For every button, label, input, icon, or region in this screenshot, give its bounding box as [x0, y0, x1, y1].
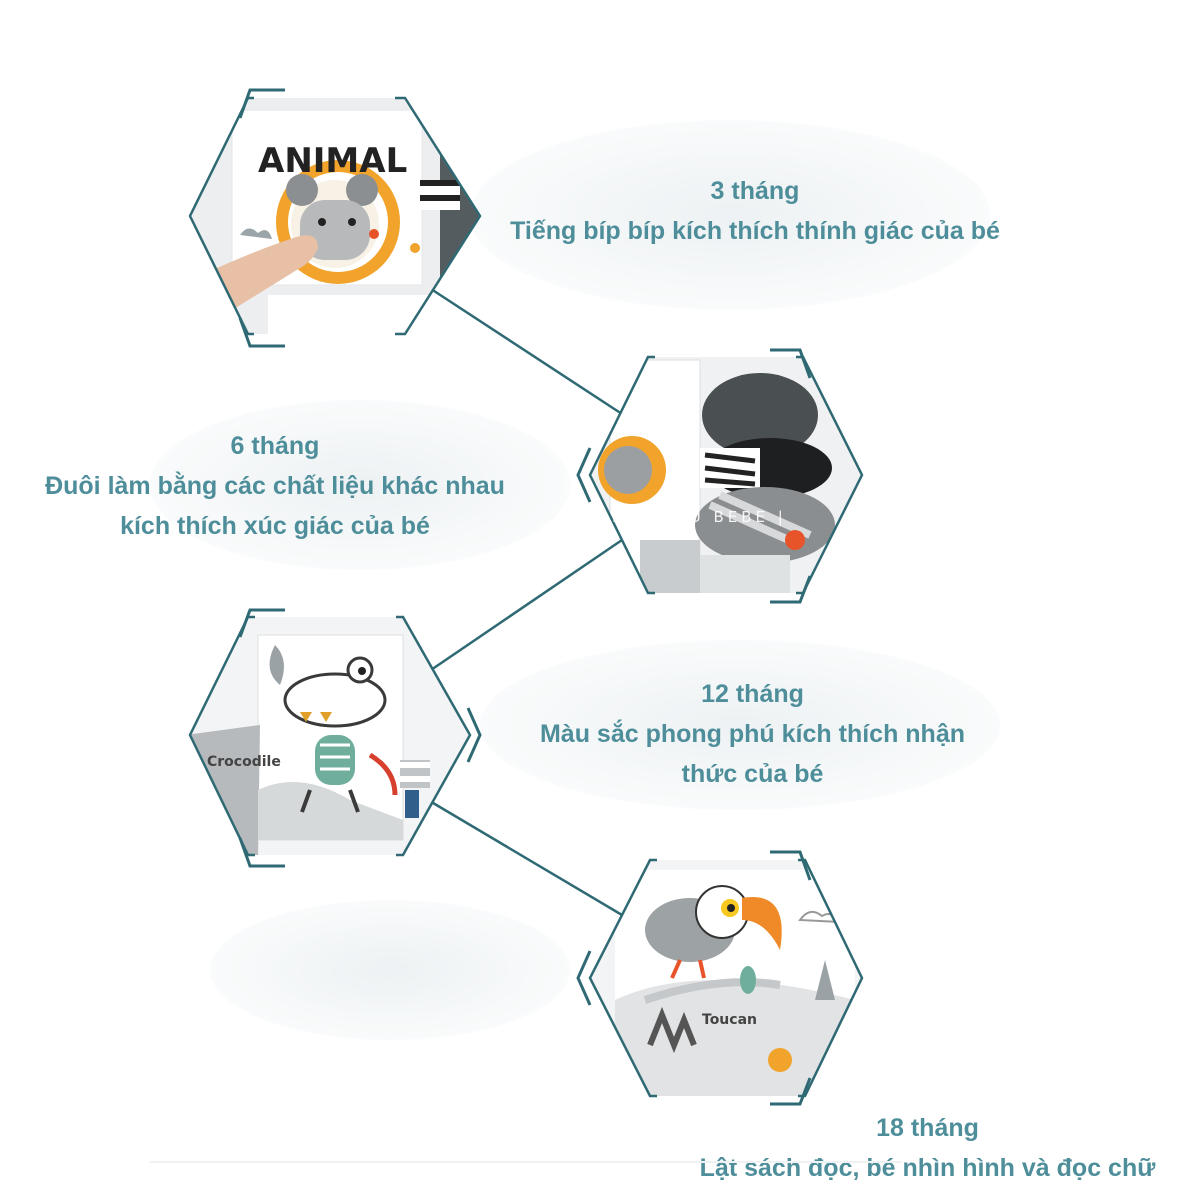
background-glow	[150, 400, 570, 570]
milestone-caption-18-months: 18 tháng Lật sách đọc, bé nhìn hình và đ…	[680, 1108, 1175, 1188]
book-title-animal: ANIMAL	[258, 141, 407, 181]
hexagon-card-3-months: ANIMAL	[188, 88, 482, 348]
connector-line	[427, 285, 623, 416]
milestone-age: 6 tháng	[230, 432, 320, 460]
milestone-caption-12-months: 12 tháng Màu sắc phong phú kích thích nh…	[500, 674, 1005, 794]
milestone-description: Màu sắc phong phú kích thích nhận	[539, 720, 965, 748]
crocodile-icon	[283, 656, 398, 813]
hexagon-bracket	[770, 1077, 812, 1106]
hexagon-bracket	[238, 837, 285, 868]
hexagon-bracket	[238, 317, 285, 348]
book-label-toucan: Toucan	[702, 1012, 757, 1028]
connector-line	[427, 538, 623, 674]
hexagon-bracket	[770, 850, 812, 881]
hexagon-bracket	[770, 575, 812, 604]
hexagon-bracket	[796, 355, 864, 595]
milestone-description: thức của bé	[681, 760, 824, 788]
hexagon-bracket	[588, 858, 657, 1098]
hexagon-card-12-months: Crocodile	[188, 608, 482, 868]
hexagon-bracket	[588, 355, 655, 595]
hexagon-bracket	[466, 707, 482, 763]
milestone-caption-3-months: 3 tháng Tiếng bíp bíp kích thích thính g…	[470, 171, 1040, 251]
milestone-description: Đuôi làm bằng các chất liệu khác nhau	[45, 472, 505, 500]
hexagon-bracket	[576, 447, 592, 503]
hexagon-card-6-months	[576, 348, 864, 604]
connector-line	[427, 798, 623, 917]
book-label-crocodile: Crocodile	[207, 754, 281, 770]
zebra-tail-icon	[695, 373, 835, 563]
hexagon-bracket	[188, 96, 254, 336]
hexagon-bracket	[395, 96, 482, 336]
background-glow	[210, 900, 570, 1040]
background-glow	[470, 120, 990, 310]
hexagon-bracket	[396, 615, 472, 857]
brand-watermark: DOUDOU BEBE |	[612, 508, 787, 526]
milestone-description: Tiếng bíp bíp kích thích thính giác của …	[510, 217, 1000, 245]
milestone-age: 12 tháng	[701, 680, 804, 708]
milestone-age: 3 tháng	[710, 177, 800, 205]
hexagon-card-18-months: Toucan	[576, 850, 864, 1106]
milestone-description: Lật sách đọc, bé nhìn hình và đọc chữ	[699, 1154, 1156, 1182]
toucan-icon	[645, 885, 782, 994]
hexagon-bracket	[188, 615, 255, 857]
hexagon-bracket	[770, 348, 812, 379]
milestone-caption-6-months: 6 tháng Đuôi làm bằng các chất liệu khác…	[10, 426, 540, 546]
milestone-age: 18 tháng	[876, 1114, 979, 1142]
divider	[150, 1161, 902, 1163]
hexagon-bracket	[576, 950, 592, 1006]
milestone-description: kích thích xúc giác của bé	[120, 512, 430, 540]
background-glow	[480, 640, 1000, 810]
